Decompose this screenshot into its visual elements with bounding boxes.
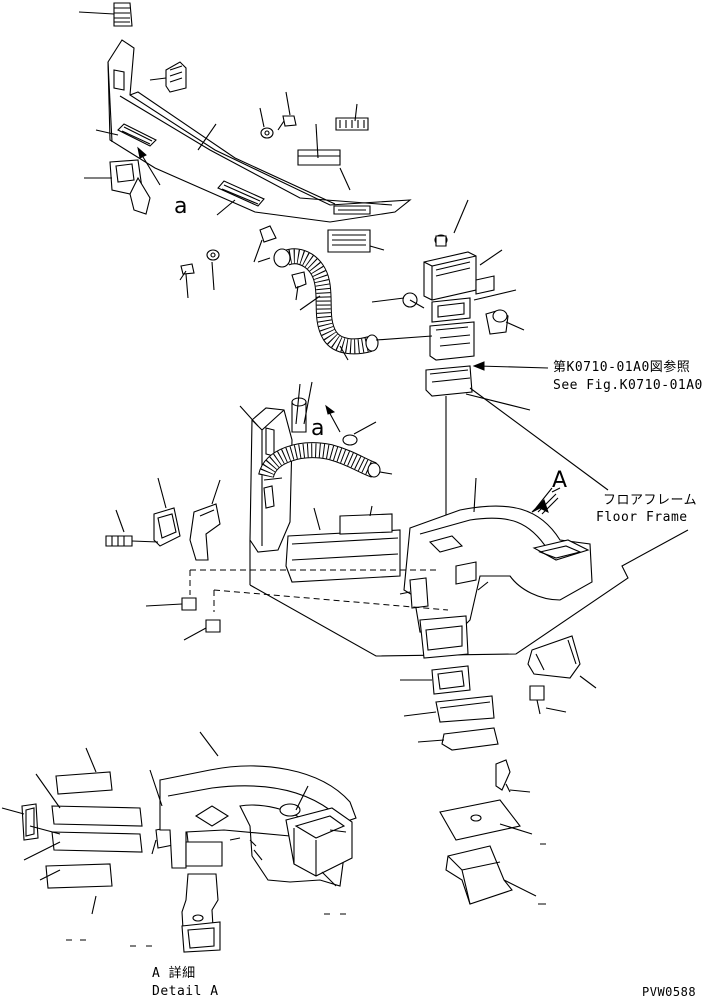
drawing-number: PVW0588	[642, 985, 697, 999]
mark-a-top: a	[174, 194, 188, 219]
lower-right-parts	[400, 635, 597, 905]
view-a-marker: A	[552, 468, 568, 493]
flex-hose-upper	[257, 248, 379, 361]
detail-a-label-en: Detail A	[152, 984, 219, 999]
reference-label-jp: 第K0710-01A0図参照	[553, 360, 691, 375]
floor-frame-label-en: Floor Frame	[596, 510, 688, 525]
upper-duct-assembly	[78, 2, 412, 299]
floor-frame-label-jp: フロアフレーム	[603, 493, 698, 508]
detail-a-drawing	[1, 731, 357, 953]
reference-label-en: See Fig.K0710-01A0	[553, 378, 703, 393]
middle-duct-assembly	[105, 381, 689, 659]
mark-a-middle: a	[311, 416, 325, 441]
right-duct-stack	[371, 199, 609, 600]
detail-a-label-jp: A 詳細	[152, 966, 196, 981]
